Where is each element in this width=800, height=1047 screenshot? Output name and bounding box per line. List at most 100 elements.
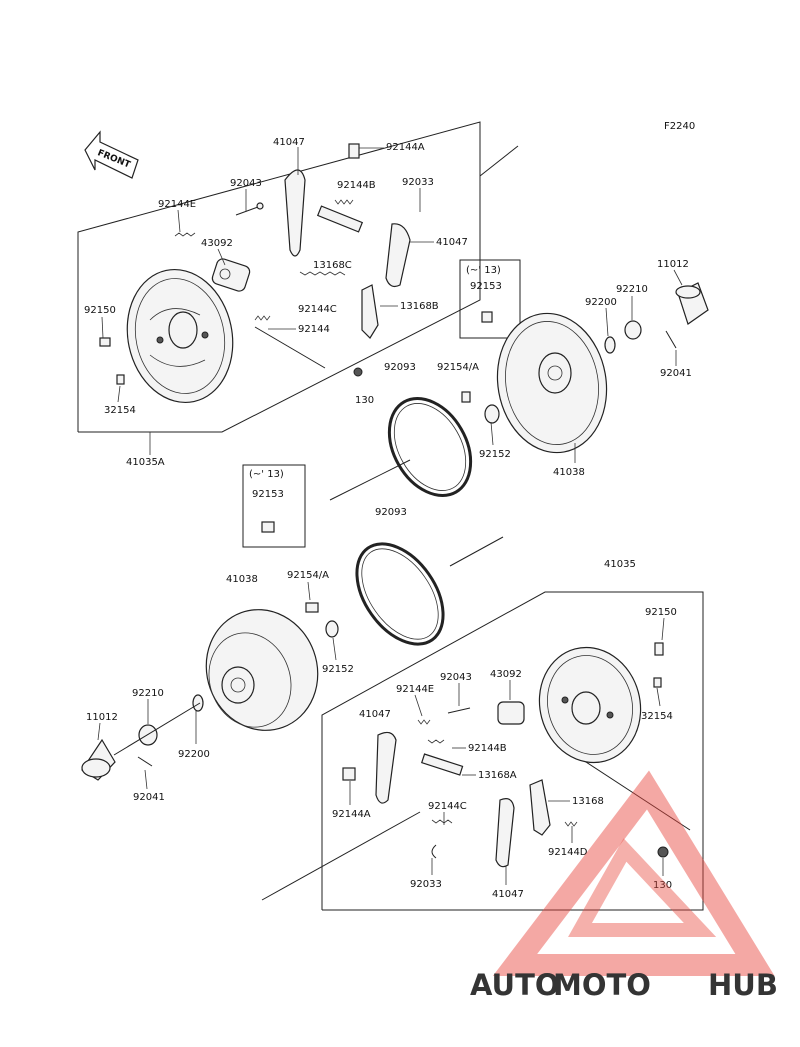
logo-text-hub: HUB xyxy=(708,968,778,1002)
label-41035: 41035 xyxy=(604,559,636,570)
label-41038: 41038 xyxy=(553,467,585,478)
label-13168C: 13168C xyxy=(313,260,352,271)
label-92153: 92153 xyxy=(470,281,502,292)
label-41047: 41047 xyxy=(359,709,391,720)
label-92041: 92041 xyxy=(660,368,692,379)
bottom-stud-92154 xyxy=(305,602,319,613)
top-springs xyxy=(174,199,354,321)
leader-lines xyxy=(97,147,683,885)
top-brake-shoe-2 xyxy=(385,223,411,288)
label-92144D: 92144D xyxy=(548,847,588,858)
label-92144A: 92144A xyxy=(386,142,425,153)
label-11012: 11012 xyxy=(657,259,689,270)
label-92144E: 92144E xyxy=(396,684,434,695)
top-bleeder-32154 xyxy=(116,374,125,385)
bottom-washer-92200 xyxy=(192,694,204,712)
label-92150: 92150 xyxy=(84,305,116,316)
label-92153: 92153 xyxy=(252,489,284,500)
top-clip-92144A xyxy=(348,143,360,159)
top-bolt-92150 xyxy=(99,337,111,347)
top-nut-92210 xyxy=(624,320,642,340)
bottom-backing-plate xyxy=(538,646,642,764)
label-130: 130 xyxy=(355,395,374,406)
bottom-adjuster xyxy=(420,753,464,776)
label-130: 130 xyxy=(653,880,672,891)
label-92154A: 92154/A xyxy=(287,570,329,581)
label-92154A: 92154/A xyxy=(437,362,479,373)
bottom-bleeder-32154 xyxy=(653,677,662,688)
top-pin-92043 xyxy=(235,202,264,216)
top-nut-130 xyxy=(353,367,363,377)
bottom-bolt-92150 xyxy=(654,642,664,656)
top-o-ring xyxy=(387,397,473,497)
automotohub-logo: AUTO MOTO HUB xyxy=(470,770,778,1002)
label-41047: 41047 xyxy=(492,889,524,900)
bottom-brake-shoe-1 xyxy=(375,731,397,804)
bottom-circlip-92033 xyxy=(431,844,437,859)
label-92152: 92152 xyxy=(322,664,354,675)
bottom-brake-drum xyxy=(205,609,319,731)
top-adjuster xyxy=(316,205,364,233)
label-11012: 11012 xyxy=(86,712,118,723)
label-43092: 43092 xyxy=(490,669,522,680)
label-92033: 92033 xyxy=(402,177,434,188)
label-92144C: 92144C xyxy=(298,304,337,315)
top-lever xyxy=(361,284,379,339)
bottom-clip-92144A xyxy=(342,767,356,781)
figure-code: F2240 xyxy=(664,121,695,132)
label-92210: 92210 xyxy=(132,688,164,699)
bottom-wheel-cylinder xyxy=(497,701,525,725)
label-92043: 92043 xyxy=(440,672,472,683)
label-92144: 92144 xyxy=(298,324,330,335)
label-43092: 43092 xyxy=(201,238,233,249)
logo-text-moto: MOTO xyxy=(553,968,651,1002)
logo-text-auto: AUTO xyxy=(470,968,560,1002)
logo-triangle-icon xyxy=(492,770,775,976)
bottom-nut-130 xyxy=(657,846,669,858)
label-92200: 92200 xyxy=(178,749,210,760)
label-92144A: 92144A xyxy=(332,809,371,820)
label-32154: 32154 xyxy=(641,711,673,722)
label-92041: 92041 xyxy=(133,792,165,803)
label-92144B: 92144B xyxy=(468,743,507,754)
bottom-washer-92152 xyxy=(325,620,339,638)
label-41035A: 41035A xyxy=(126,457,165,468)
label-92043: 92043 xyxy=(230,178,262,189)
bottom-lever xyxy=(529,779,551,836)
bottom-brake-shoe-2 xyxy=(495,798,515,868)
top-wheel-cylinder xyxy=(211,258,251,292)
top-group-frame xyxy=(77,121,519,433)
label-92033: 92033 xyxy=(410,879,442,890)
label-32154: 32154 xyxy=(104,405,136,416)
label-13168A: 13168A xyxy=(478,770,517,781)
bottom-cotter-pin xyxy=(137,756,153,767)
label-92152: 92152 xyxy=(479,449,511,460)
top-cap-11012 xyxy=(675,282,709,325)
callout-labels: 41047 92144A 92043 92144B 92033 92144E 4… xyxy=(84,137,692,900)
bottom-pin-92043 xyxy=(447,707,471,714)
label-92144C: 92144C xyxy=(428,801,467,812)
top-washer-92200 xyxy=(604,336,616,354)
mid-o-ring xyxy=(355,542,445,646)
bottom-springs xyxy=(417,719,578,827)
label-41038: 41038 xyxy=(226,574,258,585)
label-13168: 13168 xyxy=(572,796,604,807)
label-92200: 92200 xyxy=(585,297,617,308)
label-13-range: (~' 13) xyxy=(466,265,501,276)
label-92093: 92093 xyxy=(384,362,416,373)
top-backing-plate xyxy=(126,268,234,404)
bottom-cap-11012 xyxy=(81,738,116,781)
top-stud-92154 xyxy=(461,391,471,403)
label-92093: 92093 xyxy=(375,507,407,518)
top-cotter-pin xyxy=(665,330,677,349)
label-41047: 41047 xyxy=(436,237,468,248)
label-92144E: 92144E xyxy=(158,199,196,210)
top-brake-drum xyxy=(496,312,608,454)
label-92144B: 92144B xyxy=(337,180,376,191)
mid-bolt-box xyxy=(242,464,306,548)
top-bolt-box xyxy=(459,259,521,339)
top-washer-92152 xyxy=(484,404,500,424)
label-13168B: 13168B xyxy=(400,301,439,312)
front-arrow-icon: FRONT xyxy=(84,130,139,179)
